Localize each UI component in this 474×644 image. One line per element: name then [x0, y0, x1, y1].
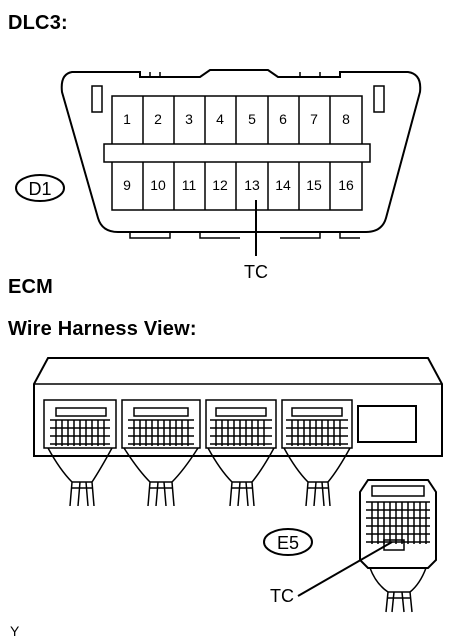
ecm-connector-2 — [121, 399, 201, 449]
dlc3-pin-labels: 1 2 3 4 5 6 7 8 9 10 11 12 13 14 15 16 — [123, 111, 354, 193]
footer-code: Y — [10, 623, 20, 639]
pin-label: 5 — [248, 111, 256, 127]
dlc3-heading: DLC3: — [8, 12, 68, 34]
pin-label: 9 — [123, 177, 131, 193]
pin-label: 16 — [338, 177, 354, 193]
pin-label: 4 — [216, 111, 224, 127]
pin-label: 13 — [244, 177, 260, 193]
pin-label: 11 — [182, 177, 197, 193]
pin-label: 8 — [342, 111, 350, 127]
dlc3-code: D1 — [28, 179, 51, 199]
ecm-connector-3 — [205, 399, 277, 449]
wire-harness-view-heading: Wire Harness View: — [8, 318, 197, 340]
ecm-code: E5 — [277, 533, 299, 553]
pin-label: 1 — [123, 111, 131, 127]
pin-label: 10 — [150, 177, 166, 193]
pin-label: 2 — [154, 111, 162, 127]
ecm-connectors — [43, 399, 353, 449]
dlc3-code-oval — [15, 174, 65, 202]
pin-label: 15 — [306, 177, 322, 193]
ecm-code-oval — [263, 528, 313, 556]
ecm-heading: ECM — [8, 276, 54, 298]
pin-label: 3 — [185, 111, 193, 127]
pin-label: 7 — [310, 111, 318, 127]
ecm-body — [33, 357, 443, 457]
wire-bundles — [47, 447, 351, 507]
ecm-tc-leader — [297, 541, 393, 597]
ecm-connector-4 — [281, 399, 353, 449]
pin-label: 14 — [275, 177, 291, 193]
dlc3-tc-label: TC — [244, 262, 268, 282]
ecm-e5-connector — [359, 479, 437, 613]
pin-label: 6 — [279, 111, 287, 127]
ecm-connector-1 — [43, 399, 117, 449]
dlc3-connector — [60, 69, 422, 239]
ecm-tc-label: TC — [270, 586, 294, 606]
pin-label: 12 — [212, 177, 228, 193]
